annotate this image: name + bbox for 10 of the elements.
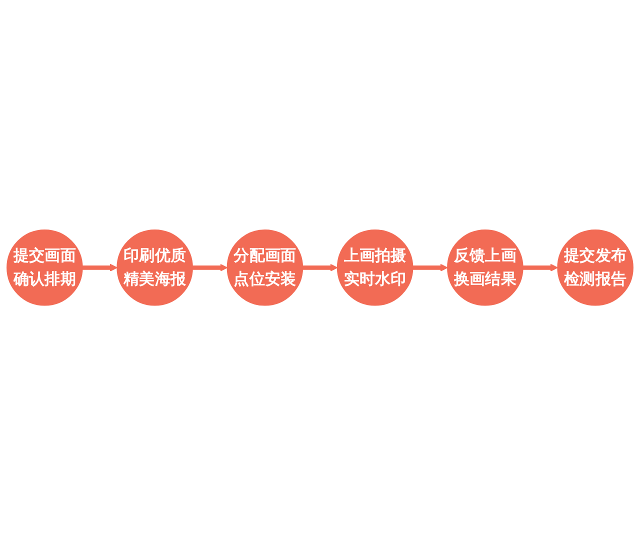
node-circle: 分配画面点位安装 [226, 230, 304, 306]
node-circle: 上画拍摄实时水印 [336, 230, 414, 306]
node-circle: 提交发布检测报告 [557, 230, 634, 306]
arrow [412, 264, 448, 272]
arrow [522, 264, 558, 272]
arrow [82, 264, 118, 272]
node-circle: 印刷优质精美海报 [116, 230, 193, 306]
arrow [302, 264, 338, 272]
arrow [192, 264, 228, 272]
node-circle: 反馈上画换画结果 [447, 230, 524, 306]
